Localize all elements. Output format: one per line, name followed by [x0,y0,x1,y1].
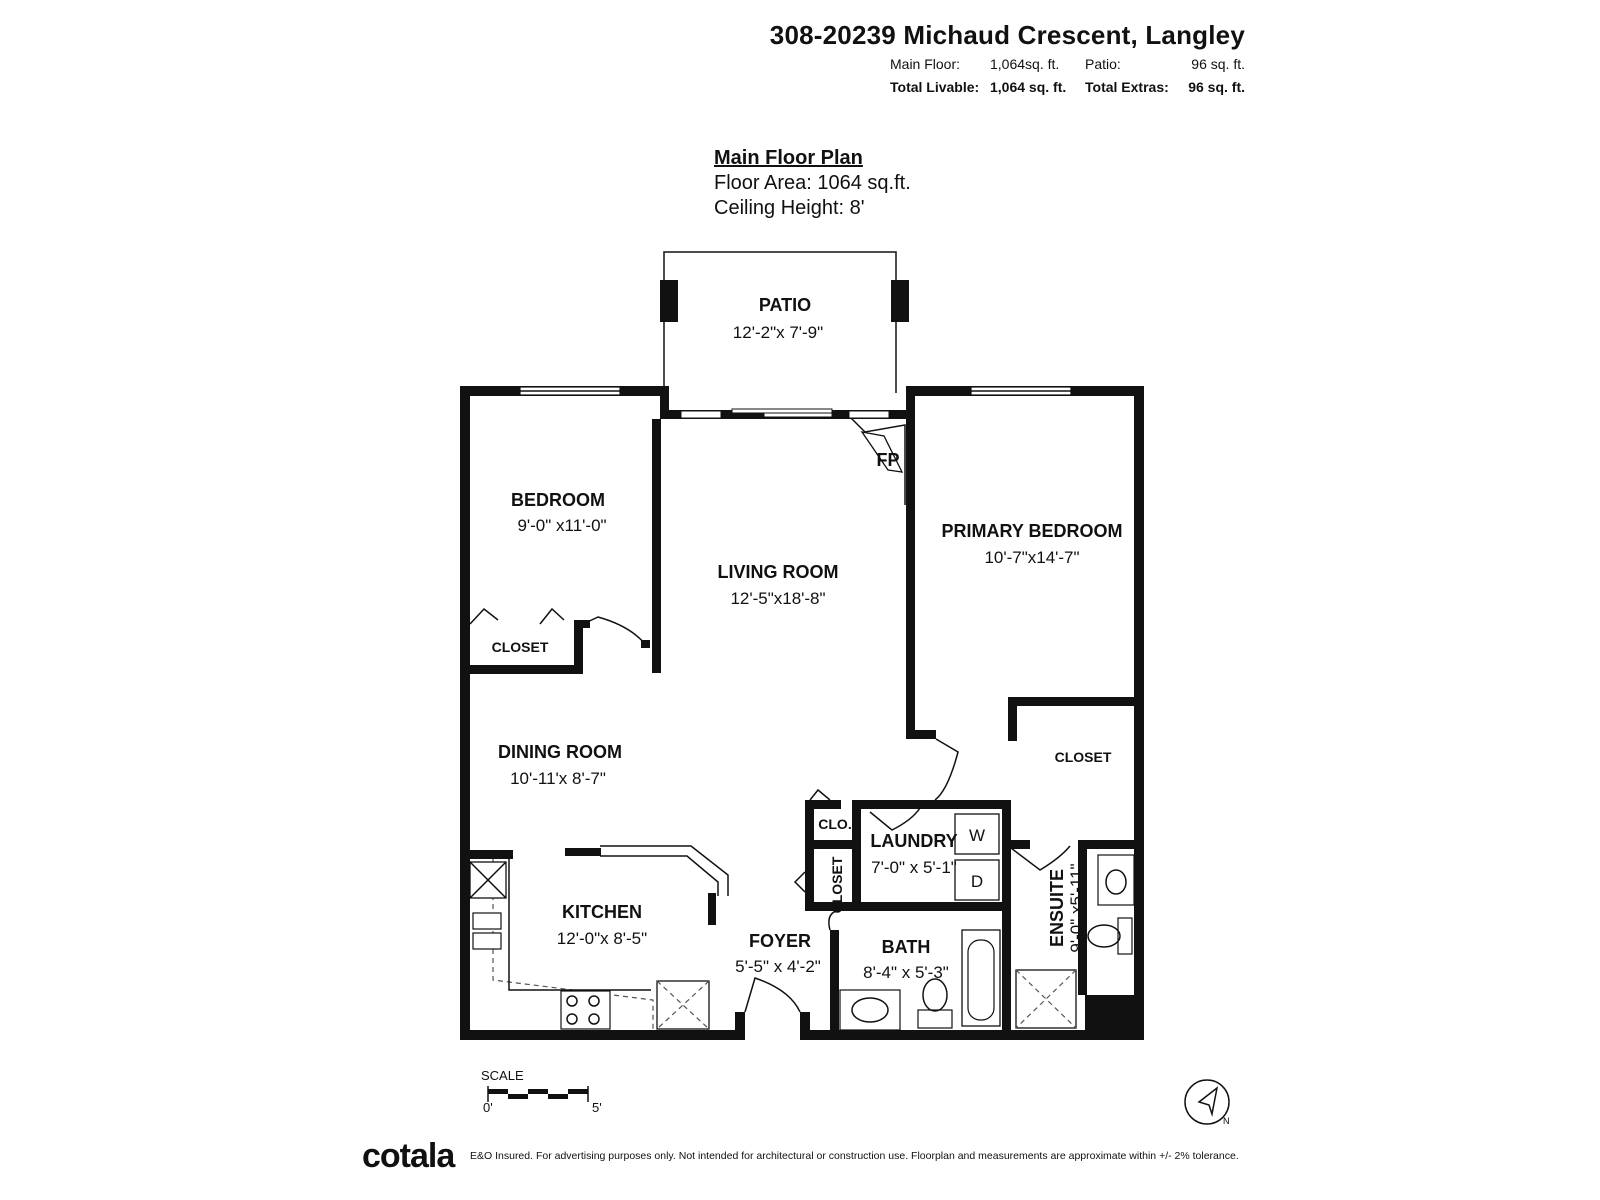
floor-area: Floor Area: 1064 sq.ft. [714,172,911,194]
patio-dims: 12'-2"x 7'-9" [733,323,823,342]
washer-label: W [969,826,985,845]
dining-room-dims: 10'-11'x 8'-7" [510,769,606,788]
interior-walls [468,419,1144,1040]
kitchen-fixtures [469,845,729,1030]
compass-icon: N [1184,1079,1230,1126]
hall-closet-name: CLOSET [829,856,845,913]
area-row-total: Total Livable: 1,064 sq. ft. Total Extra… [860,79,1245,102]
clo-name: CLO. [818,816,851,832]
bedroom-dims: 9'-0" x11'-0" [517,516,606,535]
compass-north-label: N [1223,1116,1230,1126]
living-room-name: LIVING ROOM [718,562,839,582]
bath-dims: 8'-4" x 5'-3" [863,963,949,982]
disclaimer-text: E&O Insured. For advertising purposes on… [470,1150,1239,1162]
kitchen-name: KITCHEN [562,902,642,922]
brand-logo: cotala [362,1137,455,1175]
ensuite-fixtures [1015,854,1135,1029]
main-floor-label: Main Floor: [890,56,961,72]
primary-closet-name: CLOSET [1055,749,1112,765]
laundry-fixtures [954,813,1000,901]
main-floor-value: 1,064sq. ft. [990,56,1060,72]
bedroom-name: BEDROOM [511,490,605,510]
dryer-label: D [971,872,983,891]
windows [519,386,1072,419]
bath-fixtures [839,929,1001,1031]
fireplace-label: FP [876,450,899,470]
patio-value: 96 sq. ft. [1191,56,1245,72]
plan-title: Main Floor Plan [714,147,863,169]
dining-room-name: DINING ROOM [498,742,622,762]
area-summary: Main Floor: 1,064sq. ft. Patio: 96 sq. f… [860,56,1245,102]
primary-bedroom-dims: 10'-7"x14'-7" [984,548,1079,567]
property-address: 308-20239 Michaud Crescent, Langley [769,20,1245,50]
scale-bar [487,1086,589,1102]
bedroom-closet-name: CLOSET [492,639,549,655]
scale-label: SCALE [481,1068,524,1083]
ensuite-name: ENSUITE [1047,869,1067,947]
door-swings [469,417,1071,1013]
total-extras-value: 96 sq. ft. [1188,79,1245,95]
area-row-main: Main Floor: 1,064sq. ft. Patio: 96 sq. f… [860,56,1245,79]
kitchen-dims: 12'-0"x 8'-5" [557,929,647,948]
foyer-name: FOYER [749,931,811,951]
primary-bedroom-name: PRIMARY BEDROOM [941,521,1122,541]
living-room-dims: 12'-5"x18'-8" [730,589,825,608]
patio-area [660,251,909,393]
total-livable-label: Total Livable: [890,79,980,95]
ceiling-height: Ceiling Height: 8' [714,197,865,219]
plan-info: Main Floor Plan Floor Area: 1064 sq.ft. … [714,146,911,221]
laundry-name: LAUNDRY [870,831,957,851]
patio-name: PATIO [759,295,811,315]
scale-start: 0' [483,1100,493,1115]
total-extras-label: Total Extras: [1085,79,1169,95]
bath-name: BATH [882,937,931,957]
patio-label: Patio: [1085,56,1121,72]
total-livable-value: 1,064 sq. ft. [990,79,1067,95]
foyer-dims: 5'-5" x 4'-2" [735,957,821,976]
laundry-dims: 7'-0" x 5'-1" [871,858,957,877]
ensuite-dims: 9'-0" x5'-11" [1067,863,1086,952]
scale-end: 5' [592,1100,602,1115]
